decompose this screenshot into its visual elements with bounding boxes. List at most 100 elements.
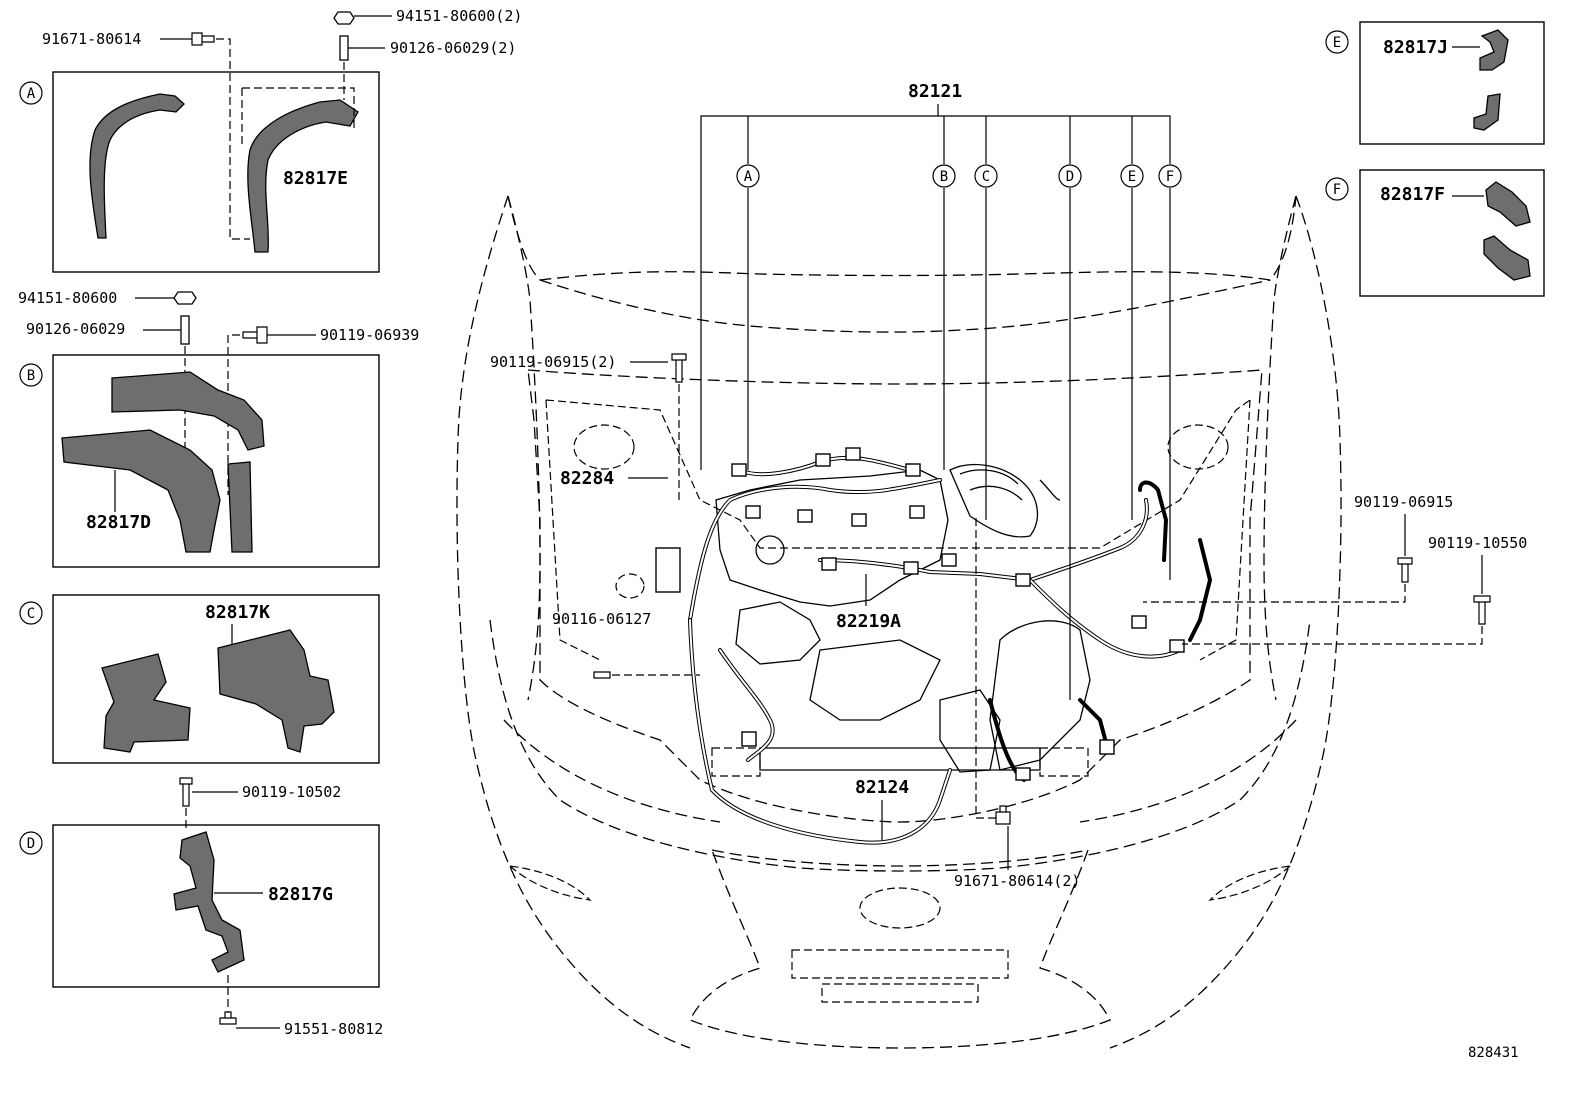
callout-label-f: F <box>1166 169 1174 185</box>
panel-b-frame <box>52 354 380 568</box>
stud-icon <box>180 315 190 345</box>
lower-engine-component <box>809 639 941 721</box>
harness-far-right <box>1188 538 1213 642</box>
left-radiator-tank <box>711 747 761 777</box>
panel-d: 90119-10502 D 82817G 91551-80812 <box>19 777 383 1038</box>
bolt-icon <box>671 353 687 383</box>
connector <box>845 447 861 461</box>
bolt-icon <box>219 1011 237 1025</box>
right-strut-tower <box>1167 424 1229 470</box>
part-label-82817k: 82817K <box>205 602 270 623</box>
right-fender-line <box>1263 195 1297 701</box>
callout-label-b: B <box>940 169 948 185</box>
bolt-icon <box>995 805 1011 825</box>
harness-trunk <box>688 478 942 622</box>
radiator-support <box>759 747 1041 771</box>
harness-right-loop <box>1138 480 1169 562</box>
harness-left-branch-inner <box>719 649 774 761</box>
part-number-90119-06939: 90119-06939 <box>320 326 419 344</box>
bracket-line <box>700 115 1171 470</box>
clip-82817f-lower-piece <box>1483 235 1531 281</box>
emblem <box>859 887 941 929</box>
connector <box>1015 767 1031 781</box>
bumper-left-contour <box>503 719 721 823</box>
lower-intake <box>821 983 979 1003</box>
harness-trunk-inner <box>689 479 941 621</box>
body-left-side <box>456 195 691 1049</box>
part-number-90116-06127: 90116-06127 <box>552 610 651 628</box>
duct-rib <box>969 485 1023 501</box>
part-label-82121: 82121 <box>908 81 962 102</box>
callout-label-a: A <box>27 86 36 102</box>
connector <box>1015 573 1031 587</box>
part-number-90119-06915-2: 90119-06915(2) <box>490 353 616 371</box>
callout-circle-f <box>1325 177 1349 201</box>
hood-outline <box>507 195 1297 281</box>
part-number-90126-06029: 90126-06029 <box>26 320 125 338</box>
connector <box>909 505 925 519</box>
panel-e-frame <box>1359 21 1545 145</box>
connector <box>1131 615 1147 629</box>
nut-icon <box>333 11 355 25</box>
harness-right-run <box>1028 578 1182 659</box>
dashed-guide <box>227 334 240 495</box>
callout-label-d: D <box>27 836 35 852</box>
harness-cross-run <box>818 498 1149 583</box>
part-number-91551-80812: 91551-80812 <box>284 1020 383 1038</box>
part-number-94151-80600: 94151-80600 <box>18 289 117 307</box>
cover-82817d-upper-piece <box>111 371 265 451</box>
cover-82817d-lower-piece <box>61 429 221 553</box>
connector <box>797 509 813 523</box>
callout-label-c: C <box>27 606 35 622</box>
inner-bay-line <box>545 399 1251 549</box>
dashed-guide <box>1143 584 1406 603</box>
callout-label-c: C <box>982 169 990 185</box>
part-number-90126-06029-2: 90126-06029(2) <box>390 39 516 57</box>
harness-callout-bracket: 82121 A B C D E F <box>700 81 1182 700</box>
callout-label-e: E <box>1333 35 1341 51</box>
cover-82817k-left-piece <box>101 653 191 753</box>
fuse-relay-82284 <box>655 547 681 593</box>
panel-b: 94151-80600 90126-06029 90119-06939 B 82… <box>18 289 419 568</box>
connector <box>851 513 867 527</box>
callout-circle-d <box>1058 164 1082 188</box>
bracket-82817e-right-piece <box>247 99 359 253</box>
dashed-guide <box>242 87 355 128</box>
dashed-guide <box>1182 626 1483 645</box>
part-label-82124: 82124 <box>855 777 909 798</box>
bolt-icon <box>191 32 215 46</box>
inner-bay-line-left <box>545 399 601 661</box>
license-plate-area <box>791 949 1009 979</box>
connector <box>903 561 919 575</box>
part-label-82284: 82284 <box>560 468 614 489</box>
harness-right-run-inner <box>1029 579 1181 658</box>
cover-82817k-right-piece <box>217 629 335 753</box>
connector <box>745 505 761 519</box>
callout-circle-a <box>736 164 760 188</box>
left-strut-tower <box>573 424 635 470</box>
connector <box>1099 739 1115 755</box>
engine-cap <box>755 535 785 565</box>
panel-c: C 82817K <box>19 594 380 764</box>
part-label-82817d: 82817D <box>86 512 151 533</box>
harness-sensor-lead <box>1039 479 1061 501</box>
connector <box>731 463 747 477</box>
panel-d-frame <box>52 824 380 988</box>
panel-a: A 94151-80600(2) 90126-06029(2) 91671-80… <box>19 7 522 273</box>
callout-circle-e <box>1325 30 1349 54</box>
front-bumper-upper <box>489 619 1311 872</box>
callout-circle-c <box>974 164 998 188</box>
left-fender-line <box>507 195 541 701</box>
duct-rib <box>959 469 1019 485</box>
connector <box>1169 639 1185 653</box>
connector <box>821 557 837 571</box>
callout-circle-f <box>1158 164 1182 188</box>
vehicle-outline <box>456 195 1342 1049</box>
bolt-icon <box>242 326 268 344</box>
part-number-90119-10502: 90119-10502 <box>242 783 341 801</box>
nut-icon <box>173 291 197 305</box>
callout-label-f: F <box>1333 182 1341 198</box>
connector <box>905 463 921 477</box>
panel-a-frame <box>52 71 380 273</box>
